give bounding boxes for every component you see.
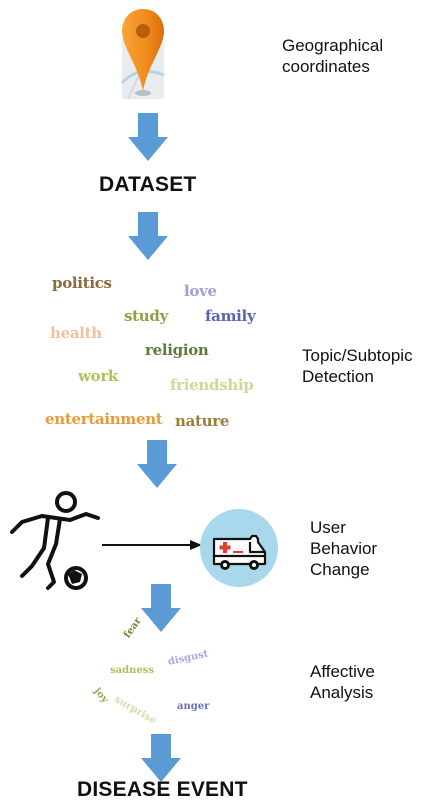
topic-word: friendship bbox=[170, 376, 254, 394]
emotion-word: surprise bbox=[112, 694, 159, 727]
topic-word: entertainment bbox=[45, 410, 163, 428]
right-arrow-icon bbox=[102, 538, 202, 552]
caption-user-behavior-change: User Behavior Change bbox=[310, 518, 378, 579]
stage-dataset: DATASET bbox=[99, 173, 197, 196]
topic-word: family bbox=[205, 307, 256, 325]
caption-affective-analysis: Affective Analysis bbox=[310, 662, 375, 702]
emotion-word: anger bbox=[177, 701, 210, 712]
caption-topic-detection: Topic/Subtopic Detection bbox=[302, 346, 413, 386]
topic-word: health bbox=[50, 324, 102, 342]
topic-word: work bbox=[78, 367, 119, 385]
location-pin-icon bbox=[118, 5, 168, 100]
stage-disease-event: DISEASE EVENT bbox=[77, 778, 248, 801]
topic-word: politics bbox=[52, 274, 112, 292]
down-arrow-icon bbox=[137, 440, 177, 488]
down-arrow-icon bbox=[128, 113, 168, 161]
emotion-word: joy bbox=[91, 686, 111, 706]
soccer-player-icon bbox=[8, 488, 100, 594]
down-arrow-icon bbox=[128, 212, 168, 260]
emotion-word: disgust bbox=[167, 648, 210, 668]
topic-word: love bbox=[184, 282, 217, 300]
emotion-word: sadness bbox=[110, 665, 154, 676]
topic-word: nature bbox=[175, 412, 230, 430]
topic-word: study bbox=[124, 307, 168, 325]
down-arrow-icon bbox=[141, 584, 181, 632]
ambulance-icon bbox=[200, 509, 278, 587]
down-arrow-icon bbox=[141, 734, 181, 782]
caption-geographical-coordinates: Geographical coordinates bbox=[282, 36, 384, 76]
topic-word: religion bbox=[145, 341, 209, 359]
